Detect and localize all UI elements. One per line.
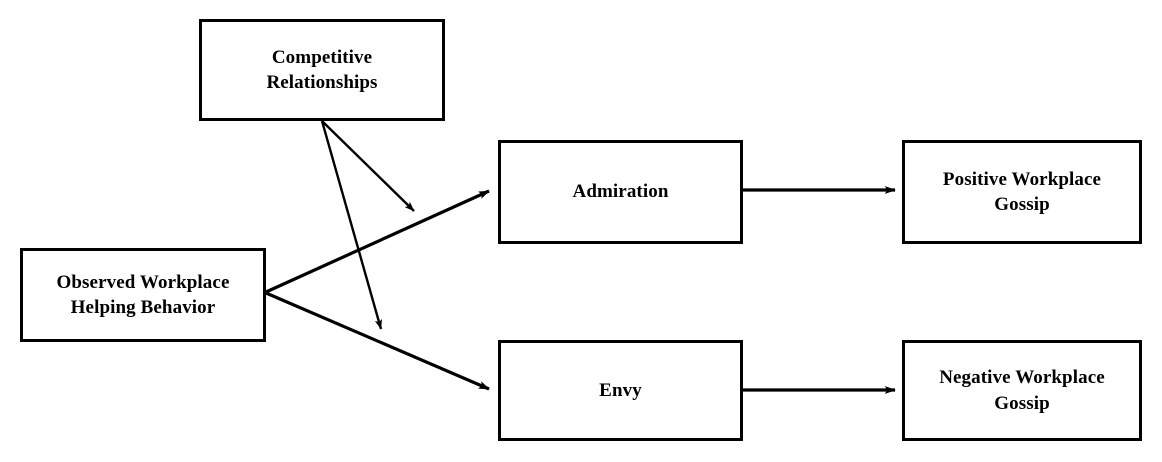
- edge-helping-to-admiration: [265, 189, 490, 294]
- node-label: Envy: [599, 379, 642, 401]
- node-observed-workplace-helping-behavior[interactable]: Observed Workplace Helping Behavior: [20, 248, 266, 342]
- node-positive-workplace-gossip[interactable]: Positive Workplace Gossip: [902, 140, 1142, 244]
- node-label: Negative Workplace Gossip: [939, 367, 1105, 414]
- node-label: Competitive Relationships: [266, 46, 378, 93]
- edge-competitive-moderates-admiration-path: [321, 120, 415, 212]
- node-label: Admiration: [572, 181, 669, 203]
- node-negative-workplace-gossip[interactable]: Negative Workplace Gossip: [902, 340, 1142, 441]
- node-label: Observed Workplace Helping Behavior: [56, 271, 230, 318]
- node-competitive-relationships[interactable]: Competitive Relationships: [199, 19, 445, 121]
- edge-helping-to-envy: [265, 291, 490, 391]
- node-label: Positive Workplace Gossip: [942, 168, 1102, 215]
- node-envy[interactable]: Envy: [498, 340, 743, 441]
- edge-competitive-moderates-envy-path: [320, 120, 383, 330]
- node-admiration[interactable]: Admiration: [498, 140, 743, 244]
